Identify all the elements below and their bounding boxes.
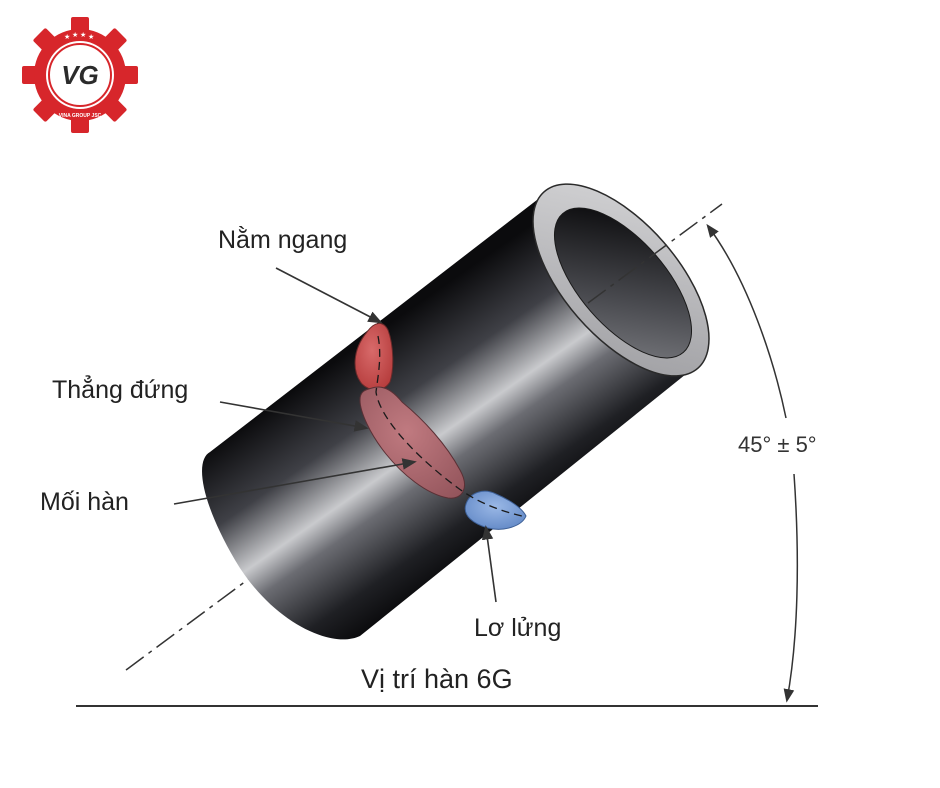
leader-flat: [275, 267, 383, 324]
leader-weld: [173, 458, 417, 505]
svg-text:★: ★: [64, 33, 70, 41]
leaders: [173, 267, 497, 603]
svg-text:★: ★: [88, 33, 94, 41]
svg-text:★: ★: [80, 31, 86, 39]
pipe-axis-upper: [587, 203, 723, 304]
gear-icon: ★ ★ ★ ★ VG VINA GROUP JSC: [22, 17, 138, 133]
weld-segment-vertical: [359, 386, 465, 499]
company-logo: ★ ★ ★ ★ VG VINA GROUP JSC: [22, 17, 138, 133]
leader-vertical: [219, 401, 369, 432]
label-vertical: Thẳng đứng: [52, 374, 188, 404]
logo-monogram: VG: [61, 60, 99, 90]
angle-arc-upper: [706, 223, 787, 419]
diagram-title: Vị trí hàn 6G: [361, 664, 513, 694]
label-flat: Nằm ngang: [218, 225, 347, 254]
label-weld: Mối hàn: [40, 488, 129, 516]
angle-indicator: 45° ± 5°: [706, 223, 817, 703]
weld-bead: [354, 323, 527, 530]
leader-overhead: [481, 525, 497, 603]
weld-segment-flat: [354, 323, 394, 391]
pipe-axis-lower: [125, 577, 251, 671]
svg-text:★: ★: [72, 31, 78, 39]
logo-ring-text: VINA GROUP JSC: [59, 113, 102, 119]
pipe-bore: [553, 207, 693, 359]
pipe: [202, 183, 710, 640]
weld-centerline: [375, 335, 523, 517]
weld-segment-overhead: [464, 490, 527, 530]
angle-arc-lower: [783, 473, 799, 703]
angle-label: 45° ± 5°: [738, 432, 817, 457]
label-overhead: Lơ lửng: [474, 614, 561, 642]
